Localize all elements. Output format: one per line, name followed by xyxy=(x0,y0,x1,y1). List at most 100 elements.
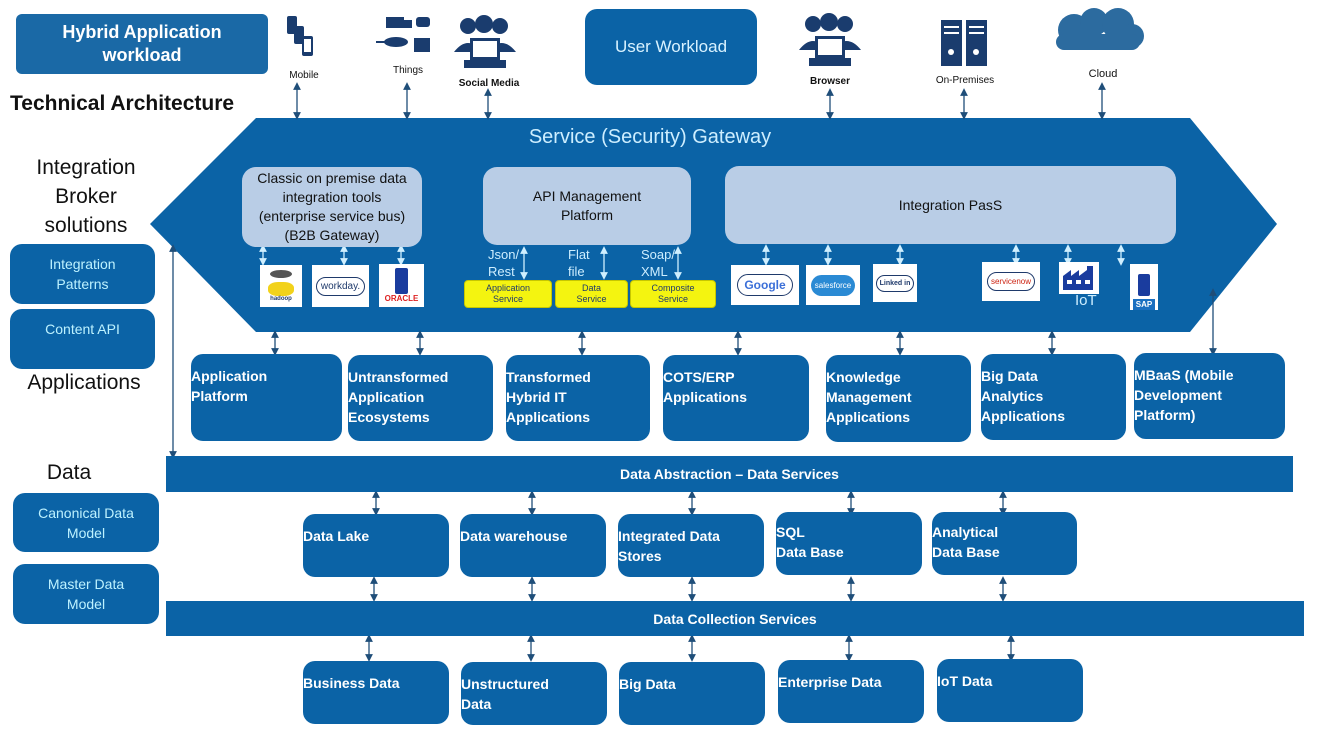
app-box-cots-erp: COTS/ERP Applications xyxy=(663,355,809,441)
data-collection-label: Data Collection Services xyxy=(653,610,817,627)
app-5-line-2: Analytics xyxy=(981,388,1044,404)
source-label-on-premises: On-Premises xyxy=(935,75,995,86)
source-big-data: Big Data xyxy=(619,662,765,725)
protocol-xml: XML xyxy=(641,264,668,279)
integration-broker-line-3: solutions xyxy=(44,214,128,237)
classic-line-1: Classic on premise data xyxy=(257,170,407,186)
store-data-warehouse: Data warehouse xyxy=(460,514,606,577)
integration-broker-heading: Integration Broker solutions xyxy=(20,153,152,240)
data-abstraction-label: Data Abstraction – Data Services xyxy=(620,466,839,482)
source-unstructured-data: Unstructured Data xyxy=(461,662,607,725)
canonical-line-2: Model xyxy=(66,524,106,541)
protocol-file: file xyxy=(568,264,585,279)
composite-service-box: Composite Service xyxy=(630,280,716,308)
store-4-line-1: Analytical xyxy=(932,524,999,540)
store-analytical-database: Analytical Data Base xyxy=(932,512,1077,575)
store-2-line-1: Integrated Data xyxy=(618,528,720,544)
store-4-line-2: Data Base xyxy=(932,544,1000,560)
integration-broker-line-1: Integration xyxy=(36,156,136,179)
app-4-line-1: Knowledge xyxy=(826,369,901,385)
app-4-line-3: Applications xyxy=(826,409,911,425)
source-iot-data: IoT Data xyxy=(937,659,1083,722)
hadoop-logo: hadoop xyxy=(260,265,302,307)
application-service-line-1: Application xyxy=(485,283,531,293)
source-label-things: Things xyxy=(392,65,423,76)
data-service-line-2: Service xyxy=(576,294,607,304)
store-2-line-2: Stores xyxy=(618,548,662,564)
app-box-application-platform: Application Platform xyxy=(191,354,342,441)
app-box-knowledge-management: Knowledge Management Applications xyxy=(826,355,971,442)
hadoop-logo-text: hadoop xyxy=(270,296,292,302)
data-store-arrows xyxy=(365,490,1015,662)
gateway-title: Service (Security) Gateway xyxy=(528,126,772,148)
app-1-line-1: Untransformed xyxy=(348,369,449,385)
protocol-soap-xml: Soap/ XML xyxy=(641,246,675,280)
classic-line-4: (B2B Gateway) xyxy=(284,227,380,243)
api-line-2: Platform xyxy=(560,207,614,223)
app-box-mbaas: MBaaS (Mobile Development Platform) xyxy=(1134,353,1285,439)
datasrc-0-line-1: Business Data xyxy=(303,675,400,691)
canonical-line-1: Canonical Data xyxy=(38,504,134,521)
data-service-box: Data Service xyxy=(555,280,628,308)
linkedin-logo: Linked in xyxy=(873,264,917,302)
app-6-line-2: Development xyxy=(1134,387,1222,403)
store-sql-database: SQL Data Base xyxy=(776,512,922,575)
source-arrows xyxy=(293,82,1106,120)
integration-ipaas-box: Integration PasS xyxy=(725,166,1176,244)
application-service-box: Application Service xyxy=(464,280,552,308)
app-box-big-data-analytics: Big Data Analytics Applications xyxy=(981,354,1126,440)
salesforce-logo: salesforce xyxy=(806,265,860,305)
workday-logo-text: workday. xyxy=(315,276,366,296)
badge-line-2: workload xyxy=(102,45,182,65)
mobile-phones-icon xyxy=(285,14,319,60)
applications-heading: Applications xyxy=(27,371,141,394)
integration-patterns-line-1: Integration xyxy=(49,256,116,272)
google-logo-text: Google xyxy=(737,274,793,296)
social-media-people-laptop-icon xyxy=(452,14,518,76)
app-6-line-3: Platform) xyxy=(1134,407,1196,423)
servicenow-logo: servicenow xyxy=(982,262,1040,301)
classic-integration-tools-box: Classic on premise data integration tool… xyxy=(242,167,422,247)
app-box-transformed-hybrid: Transformed Hybrid IT Applications xyxy=(506,355,650,441)
iot-logo-label: IoT xyxy=(1075,292,1097,309)
master-line-1: Master Data xyxy=(47,576,125,592)
app-1-line-3: Ecosystems xyxy=(348,409,430,425)
source-label-cloud: Cloud xyxy=(1088,68,1118,80)
app-2-line-1: Transformed xyxy=(506,369,591,385)
badge-line-1: Hybrid Application xyxy=(62,22,222,42)
source-label-browser: Browser xyxy=(809,76,850,87)
protocol-json: Json/ xyxy=(488,247,520,262)
master-line-2: Model xyxy=(66,596,106,612)
store-1-line-1: Data warehouse xyxy=(460,528,568,544)
data-heading: Data xyxy=(46,461,92,484)
user-workload-label: User Workload xyxy=(614,37,728,56)
api-management-box: API Management Platform xyxy=(483,167,691,245)
application-arrows xyxy=(169,244,1217,459)
api-line-1: API Management xyxy=(532,188,642,204)
salesforce-logo-text: salesforce xyxy=(810,274,856,296)
app-4-line-2: Management xyxy=(826,389,912,405)
user-workload-box: User Workload xyxy=(585,9,757,85)
content-api-label: Content API xyxy=(45,321,120,337)
cloud-icon xyxy=(1048,6,1148,56)
store-0-line-1: Data Lake xyxy=(303,528,370,544)
store-data-lake: Data Lake xyxy=(303,514,449,577)
master-data-model-box: Master Data Model xyxy=(13,564,159,624)
composite-service-line-2: Service xyxy=(657,294,688,304)
store-3-line-1: SQL xyxy=(776,524,805,540)
datasrc-1-line-2: Data xyxy=(461,696,492,712)
oracle-logo-text: ORACLE xyxy=(384,294,419,303)
content-api-box: Content API xyxy=(10,309,155,369)
protocol-flat-file: Flat file xyxy=(568,246,590,280)
app-0-line-1: Application xyxy=(191,368,268,384)
classic-line-2: integration tools xyxy=(282,189,382,205)
composite-service-line-1: Composite xyxy=(651,283,695,293)
iot-factory-logo xyxy=(1059,262,1099,294)
servicenow-logo-text: servicenow xyxy=(986,272,1035,291)
datasrc-3-line-1: Enterprise Data xyxy=(778,674,882,690)
app-5-line-1: Big Data xyxy=(981,368,1038,384)
data-abstraction-band: Data Abstraction – Data Services xyxy=(166,456,1293,492)
app-2-line-2: Hybrid IT xyxy=(506,389,567,405)
app-5-line-3: Applications xyxy=(981,408,1066,424)
app-6-line-1: MBaaS (Mobile xyxy=(1134,367,1234,383)
